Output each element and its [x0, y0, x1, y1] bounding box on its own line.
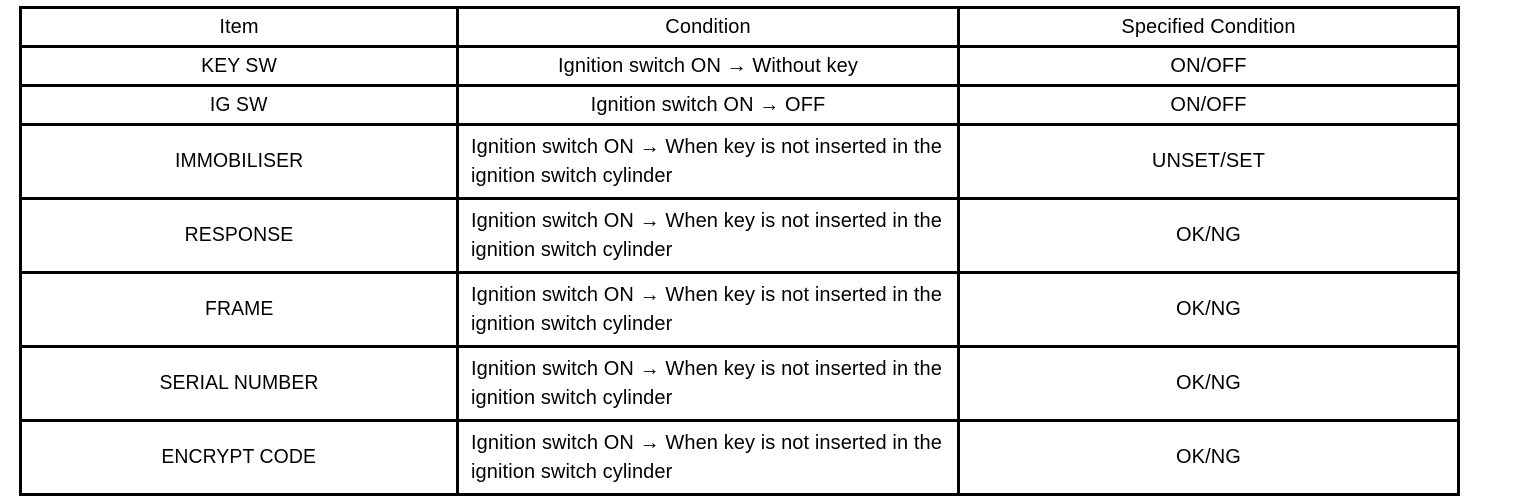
cell-specified-condition: OK/NG: [957, 345, 1460, 422]
specified-condition-value: ON/OFF: [1170, 93, 1247, 116]
item-text: IMMOBILISER: [174, 150, 304, 173]
specified-condition-value: OK/NG: [1176, 298, 1241, 321]
column-header-item-label: Item: [219, 15, 259, 38]
condition-value: Ignition switch ON → When key is not ins…: [459, 200, 957, 271]
condition-value: Ignition switch ON → OFF: [459, 87, 957, 123]
item-text: KEY SW: [201, 54, 277, 77]
cell-specified-condition: OK/NG: [957, 419, 1460, 496]
cell-condition: Ignition switch ON → OFF: [456, 84, 960, 126]
item-value: ENCRYPT CODE: [22, 422, 456, 493]
cell-specified-condition: UNSET/SET: [957, 123, 1460, 200]
cell-condition: Ignition switch ON → When key is not ins…: [456, 197, 960, 274]
condition-text: Ignition switch ON → When key is not ins…: [471, 136, 942, 187]
cell-specified-condition: OK/NG: [957, 271, 1460, 348]
column-header-specified-condition-label: Specified Condition: [1121, 15, 1296, 38]
cell-item: ENCRYPT CODE: [19, 419, 459, 496]
table-row: ENCRYPT CODE Ignition switch ON → When k…: [19, 419, 1460, 496]
column-header-condition-label: Condition: [665, 15, 751, 38]
column-header-condition: Condition: [456, 6, 960, 48]
item-value: SERIAL NUMBER: [22, 348, 456, 419]
cell-item: IG SW: [19, 84, 459, 126]
table-header: Item Condition Specified Condition: [19, 6, 1460, 48]
item-text: FRAME: [204, 298, 274, 321]
item-text: ENCRYPT CODE: [161, 446, 317, 469]
cell-item: IMMOBILISER: [19, 123, 459, 200]
condition-text: Ignition switch ON → When key is not ins…: [471, 284, 942, 335]
cell-specified-condition: OK/NG: [957, 197, 1460, 274]
item-text: IG SW: [210, 93, 268, 116]
table-row: RESPONSE Ignition switch ON → When key i…: [19, 197, 1460, 274]
cell-condition: Ignition switch ON → When key is not ins…: [456, 271, 960, 348]
item-text: SERIAL NUMBER: [159, 372, 319, 395]
cell-specified-condition: ON/OFF: [957, 45, 1460, 87]
specified-condition-value: OK/NG: [1176, 372, 1241, 395]
condition-text: Ignition switch ON → OFF: [590, 93, 826, 116]
condition-value: Ignition switch ON → Without key: [459, 48, 957, 84]
item-value: RESPONSE: [22, 200, 456, 271]
condition-text: Ignition switch ON → Without key: [558, 54, 858, 77]
item-value: FRAME: [22, 274, 456, 345]
condition-text: Ignition switch ON → When key is not ins…: [471, 432, 942, 483]
condition-text: Ignition switch ON → When key is not ins…: [471, 358, 942, 409]
cell-condition: Ignition switch ON → When key is not ins…: [456, 419, 960, 496]
specified-condition-value: OK/NG: [1176, 446, 1241, 469]
column-header-specified-condition: Specified Condition: [957, 6, 1460, 48]
cell-item: RESPONSE: [19, 197, 459, 274]
table-row: IMMOBILISER Ignition switch ON → When ke…: [19, 123, 1460, 200]
cell-item: KEY SW: [19, 45, 459, 87]
condition-value: Ignition switch ON → When key is not ins…: [459, 422, 957, 493]
condition-value: Ignition switch ON → When key is not ins…: [459, 274, 957, 345]
item-value: KEY SW: [22, 48, 456, 84]
item-value: IMMOBILISER: [22, 126, 456, 197]
condition-value: Ignition switch ON → When key is not ins…: [459, 126, 957, 197]
table-body: KEY SW Ignition switch ON → Without key …: [19, 45, 1460, 496]
table-row: KEY SW Ignition switch ON → Without key …: [19, 45, 1460, 87]
column-header-item: Item: [19, 6, 459, 48]
table-row: IG SW Ignition switch ON → OFF ON/OFF: [19, 84, 1460, 126]
table-row: SERIAL NUMBER Ignition switch ON → When …: [19, 345, 1460, 422]
condition-value: Ignition switch ON → When key is not ins…: [459, 348, 957, 419]
table-row: FRAME Ignition switch ON → When key is n…: [19, 271, 1460, 348]
condition-text: Ignition switch ON → When key is not ins…: [471, 210, 942, 261]
specified-condition-value: ON/OFF: [1170, 54, 1247, 77]
table-header-row: Item Condition Specified Condition: [19, 6, 1460, 48]
cell-item: SERIAL NUMBER: [19, 345, 459, 422]
specified-condition-value: OK/NG: [1176, 224, 1241, 247]
cell-item: FRAME: [19, 271, 459, 348]
cell-condition: Ignition switch ON → When key is not ins…: [456, 345, 960, 422]
cell-condition: Ignition switch ON → When key is not ins…: [456, 123, 960, 200]
specified-condition-value: UNSET/SET: [1151, 150, 1266, 173]
cell-condition: Ignition switch ON → Without key: [456, 45, 960, 87]
item-value: IG SW: [22, 87, 456, 123]
item-text: RESPONSE: [184, 224, 294, 247]
diagnostic-item-table: Item Condition Specified Condition KEY S…: [19, 6, 1460, 496]
cell-specified-condition: ON/OFF: [957, 84, 1460, 126]
